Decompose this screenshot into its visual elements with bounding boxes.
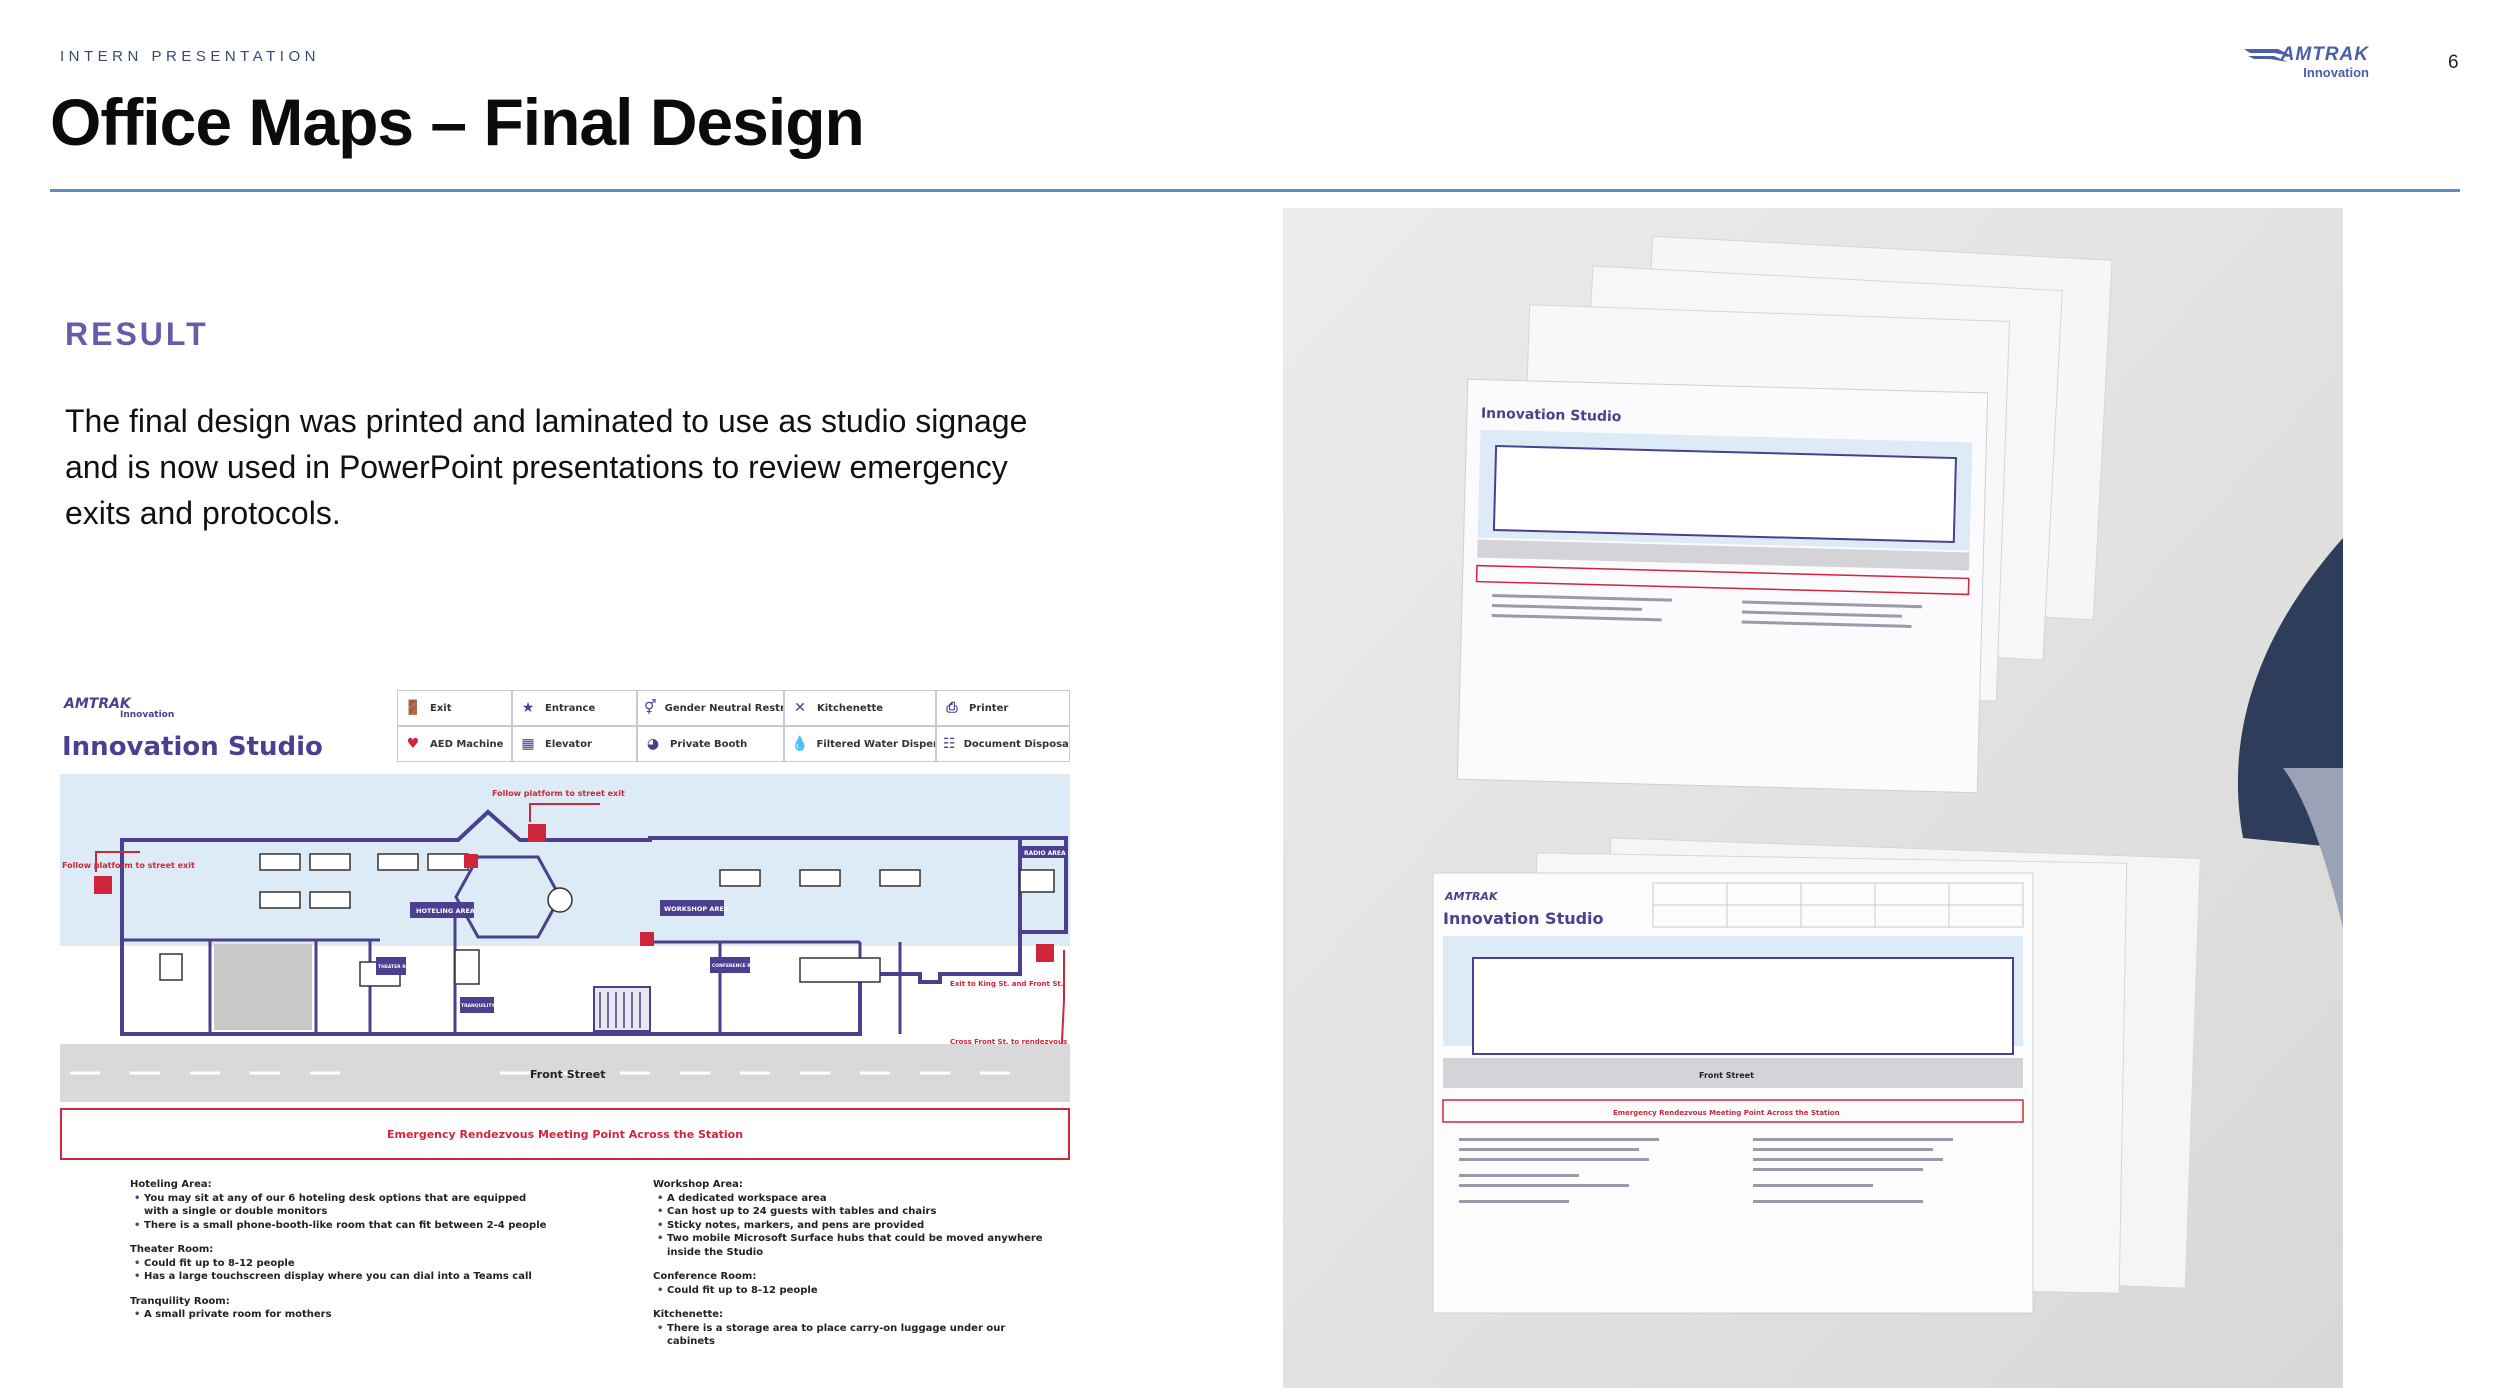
- aed-marker: [464, 854, 478, 868]
- cross-front-street-label: Cross Front St. to rendezvous point: [950, 1038, 1070, 1046]
- legend-document-disposal: ☷Document Disposal: [936, 726, 1070, 762]
- result-body: The final design was printed and laminat…: [65, 403, 1028, 531]
- innovation-studio-signage: AMTRAK Innovation Innovation Studio 🚪Exi…: [60, 690, 1070, 1350]
- exit-king-street-label: Exit to King St. and Front St.: [950, 980, 1063, 988]
- bottom-sheet-legend: [1652, 882, 2024, 928]
- page-number: 6: [2448, 52, 2459, 73]
- logo-wordmark: AMTRAK: [2280, 44, 2369, 65]
- signage-title: Innovation Studio: [62, 732, 323, 762]
- tranquility-room-label: TRANQUILITY ROOM: [461, 1003, 512, 1009]
- theater-room-label: THEATER ROOM: [378, 964, 418, 970]
- slide-title: Office Maps – Final Design: [50, 85, 865, 159]
- booth-icon: ◕: [646, 736, 660, 752]
- follow-platform-left-label: Follow platform to street exit: [62, 861, 195, 870]
- floor-plan: HOTELING AREA WORKSHOP AREA THEATER ROOM…: [60, 789, 1070, 1102]
- amtrak-logo: AMTRAK Innovation: [2244, 44, 2369, 84]
- front-street-label: Front Street: [530, 1068, 606, 1081]
- notes-right-column: Workshop Area: A dedicated workspace are…: [653, 1178, 1053, 1349]
- signage-logo-subtitle: Innovation: [120, 710, 175, 720]
- legend-entrance: ★Entrance: [512, 690, 637, 726]
- aed-marker-2: [640, 932, 654, 946]
- amtrak-swoosh-icon: [2244, 49, 2292, 62]
- legend-exit: 🚪Exit: [397, 690, 512, 726]
- aed-icon: ♥: [406, 736, 420, 752]
- legend-restroom: ⚥Gender Neutral Restroom: [637, 690, 784, 726]
- legend-water: 💧Filtered Water Dispenser: [784, 726, 936, 762]
- follow-platform-top-label: Follow platform to street exit: [492, 789, 625, 798]
- conference-room-label: CONFERENCE ROOM: [712, 963, 763, 969]
- utensils-icon: ✕: [794, 700, 806, 716]
- legend-private-booth: ◕Private Booth: [637, 726, 784, 762]
- photo-top-sheet-title: Innovation Studio: [1481, 406, 1622, 426]
- exit-icon: 🚪: [404, 700, 422, 716]
- photo-bottom-sheet-title: Innovation Studio: [1443, 909, 1604, 928]
- hoteling-area-label: HOTELING AREA: [416, 907, 475, 915]
- map-sky-band: [60, 774, 1070, 946]
- exit-marker-west: [94, 876, 112, 894]
- rendezvous-banner: Emergency Rendezvous Meeting Point Acros…: [60, 1108, 1070, 1160]
- title-divider: [50, 189, 2460, 192]
- photo-sheet-rendezvous: Emergency Rendezvous Meeting Point Acros…: [1613, 1109, 1840, 1117]
- legend-elevator: ▦Elevator: [512, 726, 637, 762]
- photo-sheet-logo: AMTRAK: [1444, 890, 1499, 903]
- legend-kitchenette: ✕Kitchenette: [784, 690, 936, 726]
- star-icon: ★: [521, 700, 535, 716]
- restroom-icon: ⚥: [644, 700, 657, 716]
- legend-printer: ⎙Printer: [936, 690, 1070, 726]
- top-sheet-stack: Innovation Studio: [1456, 235, 2113, 794]
- map-legend: 🚪Exit ★Entrance ⚥Gender Neutral Restroom…: [397, 690, 1070, 762]
- shredder-icon: ☷: [943, 736, 956, 752]
- elevator-icon: ▦: [521, 736, 535, 752]
- radio-room-outline: [1018, 836, 1068, 934]
- legend-aed: ♥AED Machine: [397, 726, 512, 762]
- logo-subtitle: Innovation: [2303, 65, 2369, 80]
- water-drop-icon: 💧: [791, 736, 809, 752]
- elevator-shaft: [214, 944, 312, 1030]
- printer-icon: ⎙: [946, 700, 958, 716]
- notes-left-column: Hoteling Area: You may sit at any of our…: [130, 1178, 550, 1322]
- exit-marker-north: [528, 824, 546, 842]
- result-label: RESULT: [65, 316, 209, 352]
- photo-illustration: Innovation Studio: [1283, 208, 2343, 1388]
- photo-sheet-street: Front Street: [1699, 1071, 1754, 1080]
- exit-marker-east: [1036, 944, 1054, 962]
- bottom-sheet-stack: AMTRAK Innovation Studio Front Street Em…: [1432, 837, 2201, 1314]
- laminated-signage-photo: Innovation Studio: [1283, 208, 2343, 1388]
- signage-logo-wordmark: AMTRAK: [64, 696, 131, 712]
- presentation-eyebrow: INTERN PRESENTATION: [60, 48, 320, 65]
- workshop-area-label: WORKSHOP AREA: [664, 905, 729, 913]
- radio-area-label: RADIO AREA: [1024, 850, 1066, 857]
